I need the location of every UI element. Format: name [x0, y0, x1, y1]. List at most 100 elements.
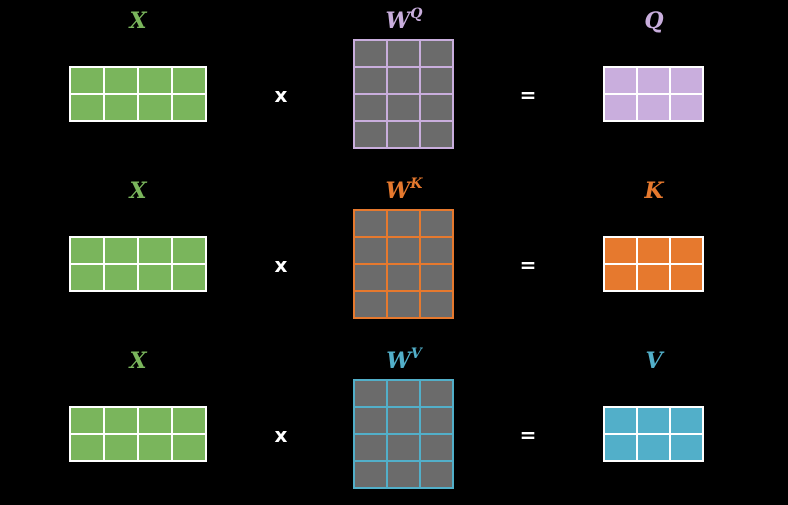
w-label-superscript: Q [410, 5, 423, 22]
matrix-cell [139, 408, 171, 433]
matrix-cell [638, 68, 669, 93]
matrix-cell [388, 265, 419, 290]
matrix-cell [388, 211, 419, 236]
matrix-cell [105, 95, 137, 120]
matrix-cell [638, 265, 669, 290]
matrix-cell [355, 462, 386, 487]
matrix-cell [605, 435, 636, 460]
matrix-cell [421, 265, 452, 290]
matrix-cell [638, 238, 669, 263]
matrix-cell [388, 95, 419, 120]
times-operator: x [274, 423, 288, 447]
result-label: V [645, 349, 662, 373]
result-matrix [603, 406, 704, 462]
matrix-cell [605, 95, 636, 120]
matrix-cell [105, 68, 137, 93]
w-label: WQ [386, 5, 423, 33]
matrix-cell [421, 68, 452, 93]
equals-operator: = [519, 423, 537, 447]
matrix-cell [105, 435, 137, 460]
matrix-cell [388, 122, 419, 147]
matrix-cell [105, 408, 137, 433]
matrix-cell [388, 408, 419, 433]
matrix-cell [421, 462, 452, 487]
matrix-cell [355, 68, 386, 93]
matrix-cell [355, 122, 386, 147]
result-label-text: K [644, 178, 664, 204]
matrix-cell [355, 292, 386, 317]
matrix-cell [173, 95, 205, 120]
matrix-cell [355, 435, 386, 460]
matrix-cell [173, 238, 205, 263]
matrix-cell [605, 238, 636, 263]
w-label-text: W [386, 348, 411, 374]
matrix-cell [671, 68, 702, 93]
matrix-cell [605, 68, 636, 93]
w-label-superscript: V [410, 345, 422, 362]
times-operator: x [274, 83, 288, 107]
w-label: WK [385, 175, 423, 204]
matrix-cell [388, 381, 419, 406]
matrix-cell [671, 408, 702, 433]
matrix-cell [139, 95, 171, 120]
matrix-cell [421, 95, 452, 120]
w-label-text: W [385, 178, 411, 204]
matrix-cell [421, 238, 452, 263]
equals-operator: = [519, 253, 537, 277]
matrix-cell [139, 265, 171, 290]
x-label: X [129, 179, 146, 203]
x-label-text: X [129, 178, 147, 204]
w-matrix [353, 379, 454, 489]
matrix-cell [388, 68, 419, 93]
matrix-cell [388, 41, 419, 66]
matrix-cell [671, 265, 702, 290]
x-label-text: X [129, 348, 147, 374]
w-label: WV [386, 345, 422, 374]
matrix-cell [355, 381, 386, 406]
x-matrix [69, 236, 207, 292]
matrix-cell [355, 211, 386, 236]
matrix-cell [173, 435, 205, 460]
matrix-cell [671, 435, 702, 460]
matrix-cell [421, 435, 452, 460]
matrix-cell [421, 122, 452, 147]
matrix-cell [388, 435, 419, 460]
matrix-cell [605, 265, 636, 290]
matrix-cell [388, 292, 419, 317]
matrix-cell [421, 41, 452, 66]
result-matrix [603, 236, 704, 292]
matrix-cell [355, 95, 386, 120]
x-label-text: X [129, 8, 147, 34]
matrix-cell [388, 462, 419, 487]
matrix-cell [105, 265, 137, 290]
matrix-cell [671, 238, 702, 263]
w-matrix [353, 39, 454, 149]
equals-operator: = [519, 83, 537, 107]
matrix-cell [421, 381, 452, 406]
matrix-cell [638, 95, 669, 120]
matrix-cell [355, 238, 386, 263]
result-label: Q [644, 9, 663, 33]
matrix-cell [671, 95, 702, 120]
result-label-text: Q [644, 8, 664, 34]
result-label-text: V [645, 348, 663, 374]
x-matrix [69, 406, 207, 462]
x-label: X [129, 9, 146, 33]
w-label-superscript: K [410, 175, 423, 192]
matrix-cell [421, 408, 452, 433]
result-matrix [603, 66, 704, 122]
matrix-cell [71, 68, 103, 93]
matrix-cell [421, 292, 452, 317]
matrix-cell [139, 238, 171, 263]
x-matrix [69, 66, 207, 122]
matrix-cell [173, 408, 205, 433]
w-matrix [353, 209, 454, 319]
matrix-cell [388, 238, 419, 263]
x-label: X [129, 349, 146, 373]
matrix-cell [139, 68, 171, 93]
result-label: K [644, 179, 663, 203]
matrix-cell [355, 408, 386, 433]
matrix-cell [71, 95, 103, 120]
matrix-cell [421, 211, 452, 236]
matrix-cell [139, 435, 171, 460]
